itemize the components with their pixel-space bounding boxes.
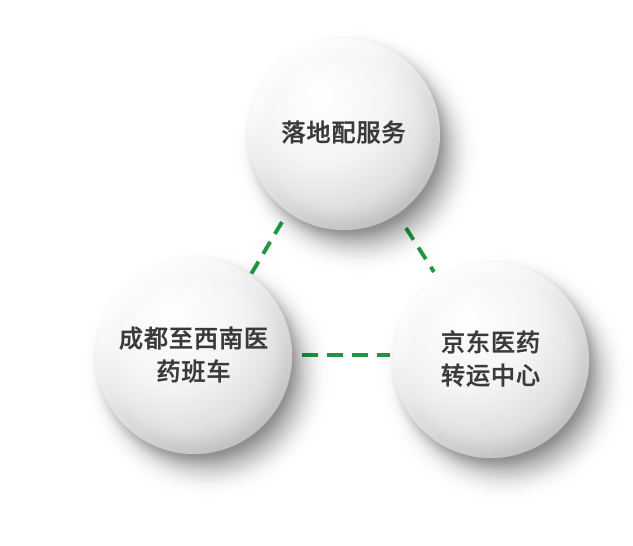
node-label-line: 转运中心	[441, 362, 541, 390]
connector-top-left	[242, 220, 284, 288]
node-label-left: 成都至西南医 药班车	[119, 323, 269, 389]
node-jd-pharma-transfer-center: 京东医药 转运中心	[393, 262, 589, 458]
node-label-right: 京东医药 转运中心	[441, 327, 541, 393]
node-label-line: 京东医药	[441, 328, 541, 357]
node-label-line: 落地配服务	[281, 119, 407, 148]
connector-top-right	[404, 226, 436, 274]
node-chengdu-southwest-pharma-shuttle: 成都至西南医 药班车	[96, 258, 292, 454]
node-last-mile-delivery: 落地配服务	[248, 38, 440, 230]
node-label-line: 药班车	[156, 358, 232, 386]
node-label-line: 成都至西南医	[119, 324, 269, 353]
node-label-top: 落地配服务	[282, 117, 407, 150]
